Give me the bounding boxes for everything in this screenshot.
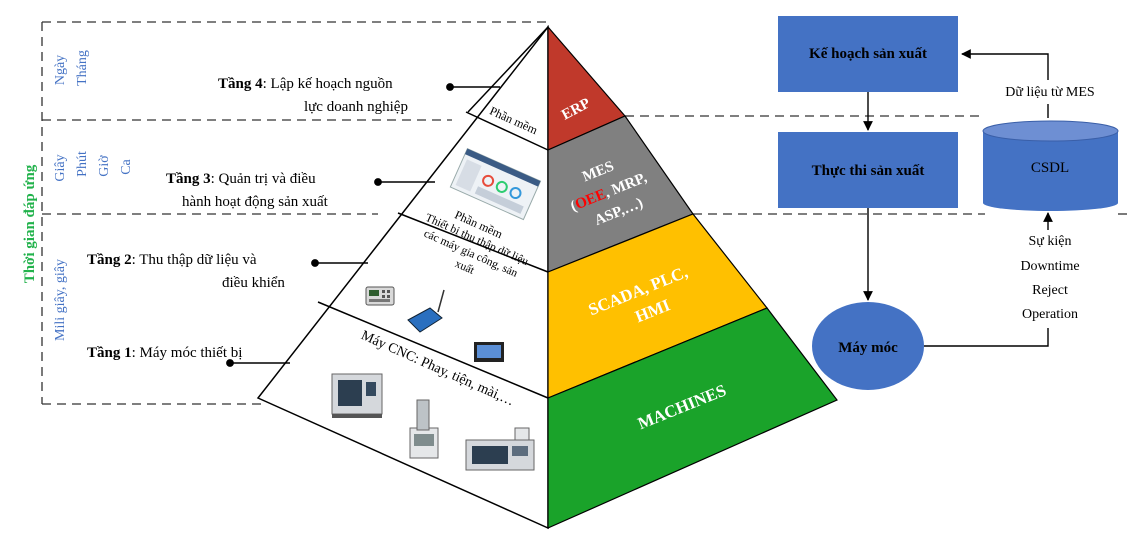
flow-arrows (863, 49, 1053, 347)
level-machines (547, 307, 838, 529)
time-axis-title: Thời gian đáp ứng (22, 164, 38, 283)
band1-ngay: Ngày (53, 55, 68, 85)
hmi-keypad-image (365, 286, 395, 306)
band2-gio: Giờ (97, 155, 112, 177)
touch-panel-image (474, 342, 504, 362)
tier4-line1: Tầng 4: Lập kế hoạch nguồn (218, 76, 393, 92)
cnc-machine-2-image (409, 399, 439, 459)
time-band-frame (41, 21, 1132, 405)
event-labels: Sự kiện Downtime Reject Operation (1020, 234, 1079, 322)
ke-hoach-box (778, 16, 958, 92)
tier3-line2: hành hoạt động sản xuất (182, 194, 329, 210)
tier4-line2: lực doanh nghiệp (304, 99, 408, 115)
cnc-machine-3-image (465, 427, 535, 471)
tier2-line1: Tầng 2: Thu thập dữ liệu và (87, 252, 257, 268)
tier-connectors (226, 83, 500, 367)
may-moc-label: Máy móc (838, 340, 898, 356)
event-operation: Operation (1022, 307, 1078, 322)
tier1-line1: Tầng 1: Máy móc thiết bị (87, 345, 242, 361)
band2-phut: Phút (75, 151, 90, 177)
ke-hoach-label: Kế hoạch sản xuất (809, 46, 927, 62)
event-reject: Reject (1032, 283, 1068, 298)
event-downtime: Downtime (1020, 259, 1079, 274)
csdl-cylinder (982, 120, 1119, 211)
band3-mili: Mili giây, giây (53, 259, 68, 341)
band1-thang: Tháng (75, 50, 90, 86)
cnc-machine-1-image (331, 373, 383, 418)
software-screenshot (449, 147, 542, 221)
thuc-thi-label: Thực thi sản xuất (812, 163, 925, 179)
du-lieu-label: Dữ liệu từ MES (1005, 85, 1094, 100)
band2-giay: Giây (53, 154, 68, 181)
thuc-thi-box (778, 132, 958, 208)
band2-ca: Ca (119, 158, 134, 174)
tier2-line2: điều khiển (222, 275, 285, 291)
data-collector-image (407, 289, 445, 333)
tier3-line1: Tầng 3: Quản trị và điều (166, 171, 316, 187)
event-su-kien: Sự kiện (1029, 234, 1072, 249)
csdl-label: CSDL (1031, 160, 1069, 176)
may-moc-ellipse (812, 302, 924, 390)
